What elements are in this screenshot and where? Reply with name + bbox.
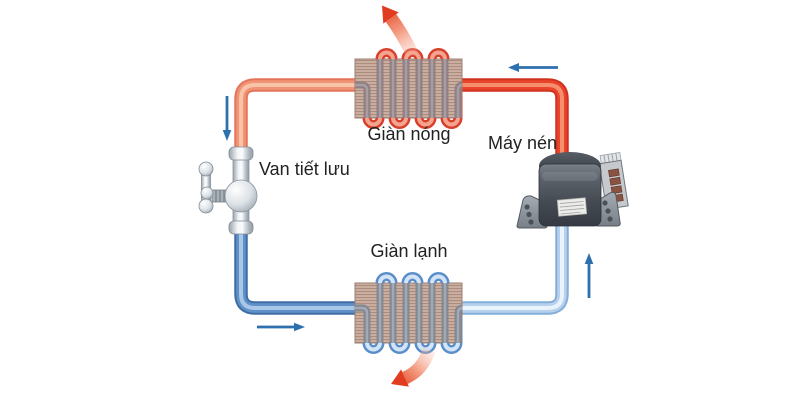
condenser-heat-out-arrow bbox=[382, 5, 419, 58]
condenser-coil bbox=[354, 48, 463, 129]
pipe-warm-liquid-condenser-to-valve bbox=[234, 78, 356, 153]
pipe-hot-gas-compressor-to-condenser bbox=[461, 78, 569, 172]
evaporator-coil bbox=[354, 272, 463, 354]
pipe-cold-liquid-valve-to-evaporator bbox=[234, 231, 356, 315]
compressor bbox=[516, 151, 629, 229]
compressor-label-plate bbox=[556, 197, 588, 217]
evaporator-heat-in-arrow bbox=[391, 347, 436, 387]
bottom-flow-arrow bbox=[257, 322, 305, 332]
evaporator-label: Giàn lạnh bbox=[370, 241, 448, 261]
expansion-valve-label: Van tiết lưu bbox=[259, 159, 350, 179]
expansion-valve bbox=[198, 146, 258, 235]
flow-arrows bbox=[222, 63, 594, 332]
condenser-label: Giàn nóng bbox=[367, 124, 451, 144]
right-flow-arrow bbox=[584, 253, 594, 298]
pipe-cold-vapor-evaporator-to-compressor bbox=[461, 225, 569, 315]
top-flow-arrow bbox=[508, 63, 558, 72]
compressor-label: Máy nén bbox=[488, 133, 558, 153]
left-flow-arrow bbox=[222, 96, 232, 141]
